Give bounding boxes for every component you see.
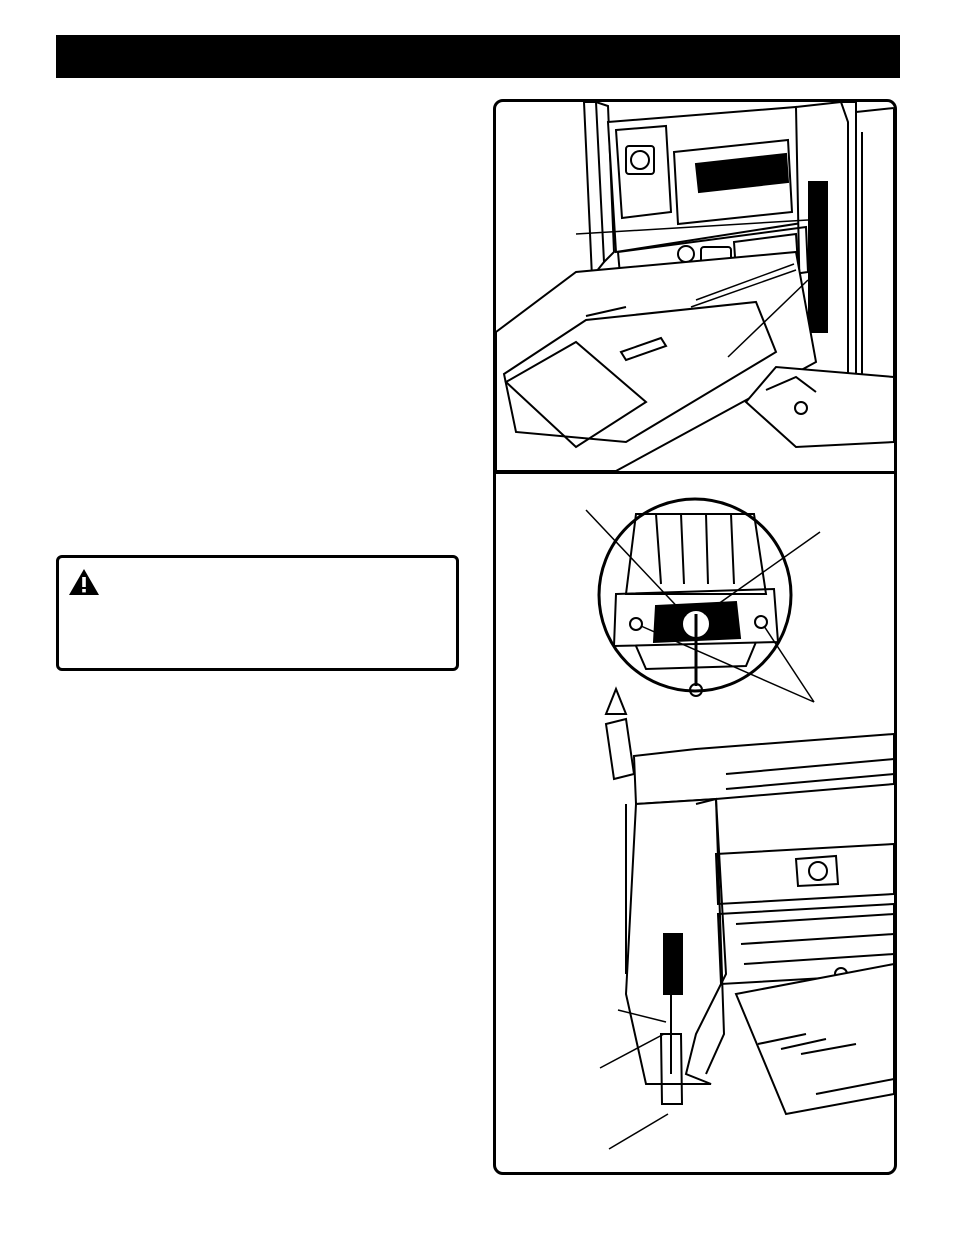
warning-triangle-icon bbox=[69, 569, 99, 595]
planer-front-illustration: RAPIDSET bbox=[496, 102, 894, 471]
figure-panel: RAPIDSET bbox=[493, 99, 897, 1175]
warning-box bbox=[56, 555, 459, 671]
planer-side-illustration bbox=[585, 497, 894, 1150]
figure-divider bbox=[496, 471, 894, 474]
section-header-bar bbox=[56, 35, 900, 78]
